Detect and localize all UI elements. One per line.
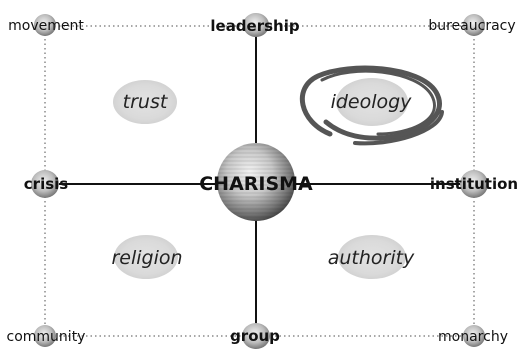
blob-lower-left <box>114 235 178 279</box>
corner-bottom-right-label: monarchy <box>438 329 508 345</box>
node-left <box>31 170 59 198</box>
corner-bottom-left-label: community <box>7 329 86 345</box>
corner-top-left-label: movement <box>8 18 84 34</box>
node-right <box>460 170 488 198</box>
node-top-left <box>34 14 56 36</box>
blob-upper-right <box>336 78 408 126</box>
node-bottom <box>242 323 270 349</box>
bottom-label: group <box>230 327 280 345</box>
node-top <box>243 13 269 37</box>
central-sphere <box>217 143 295 221</box>
quadrant-upper-right-label: ideology <box>331 91 413 113</box>
center-label: CHARISMA <box>199 173 313 195</box>
node-spheres <box>31 13 488 349</box>
blob-lower-right <box>338 235 406 279</box>
right-label: institution <box>430 175 518 193</box>
left-label: crisis <box>24 175 69 193</box>
quadrant-lower-left-label: religion <box>111 247 182 269</box>
node-top-right <box>463 14 485 36</box>
corner-top-right-label: bureaucracy <box>428 18 515 34</box>
ideology-scribble-circle <box>299 65 444 146</box>
quadrant-lower-right-label: authority <box>328 247 415 269</box>
node-bottom-left <box>34 325 56 347</box>
node-bottom-right <box>463 325 485 347</box>
quadrant-upper-left-label: trust <box>123 91 169 113</box>
top-label: leadership <box>210 17 299 35</box>
blob-upper-left <box>113 80 177 124</box>
